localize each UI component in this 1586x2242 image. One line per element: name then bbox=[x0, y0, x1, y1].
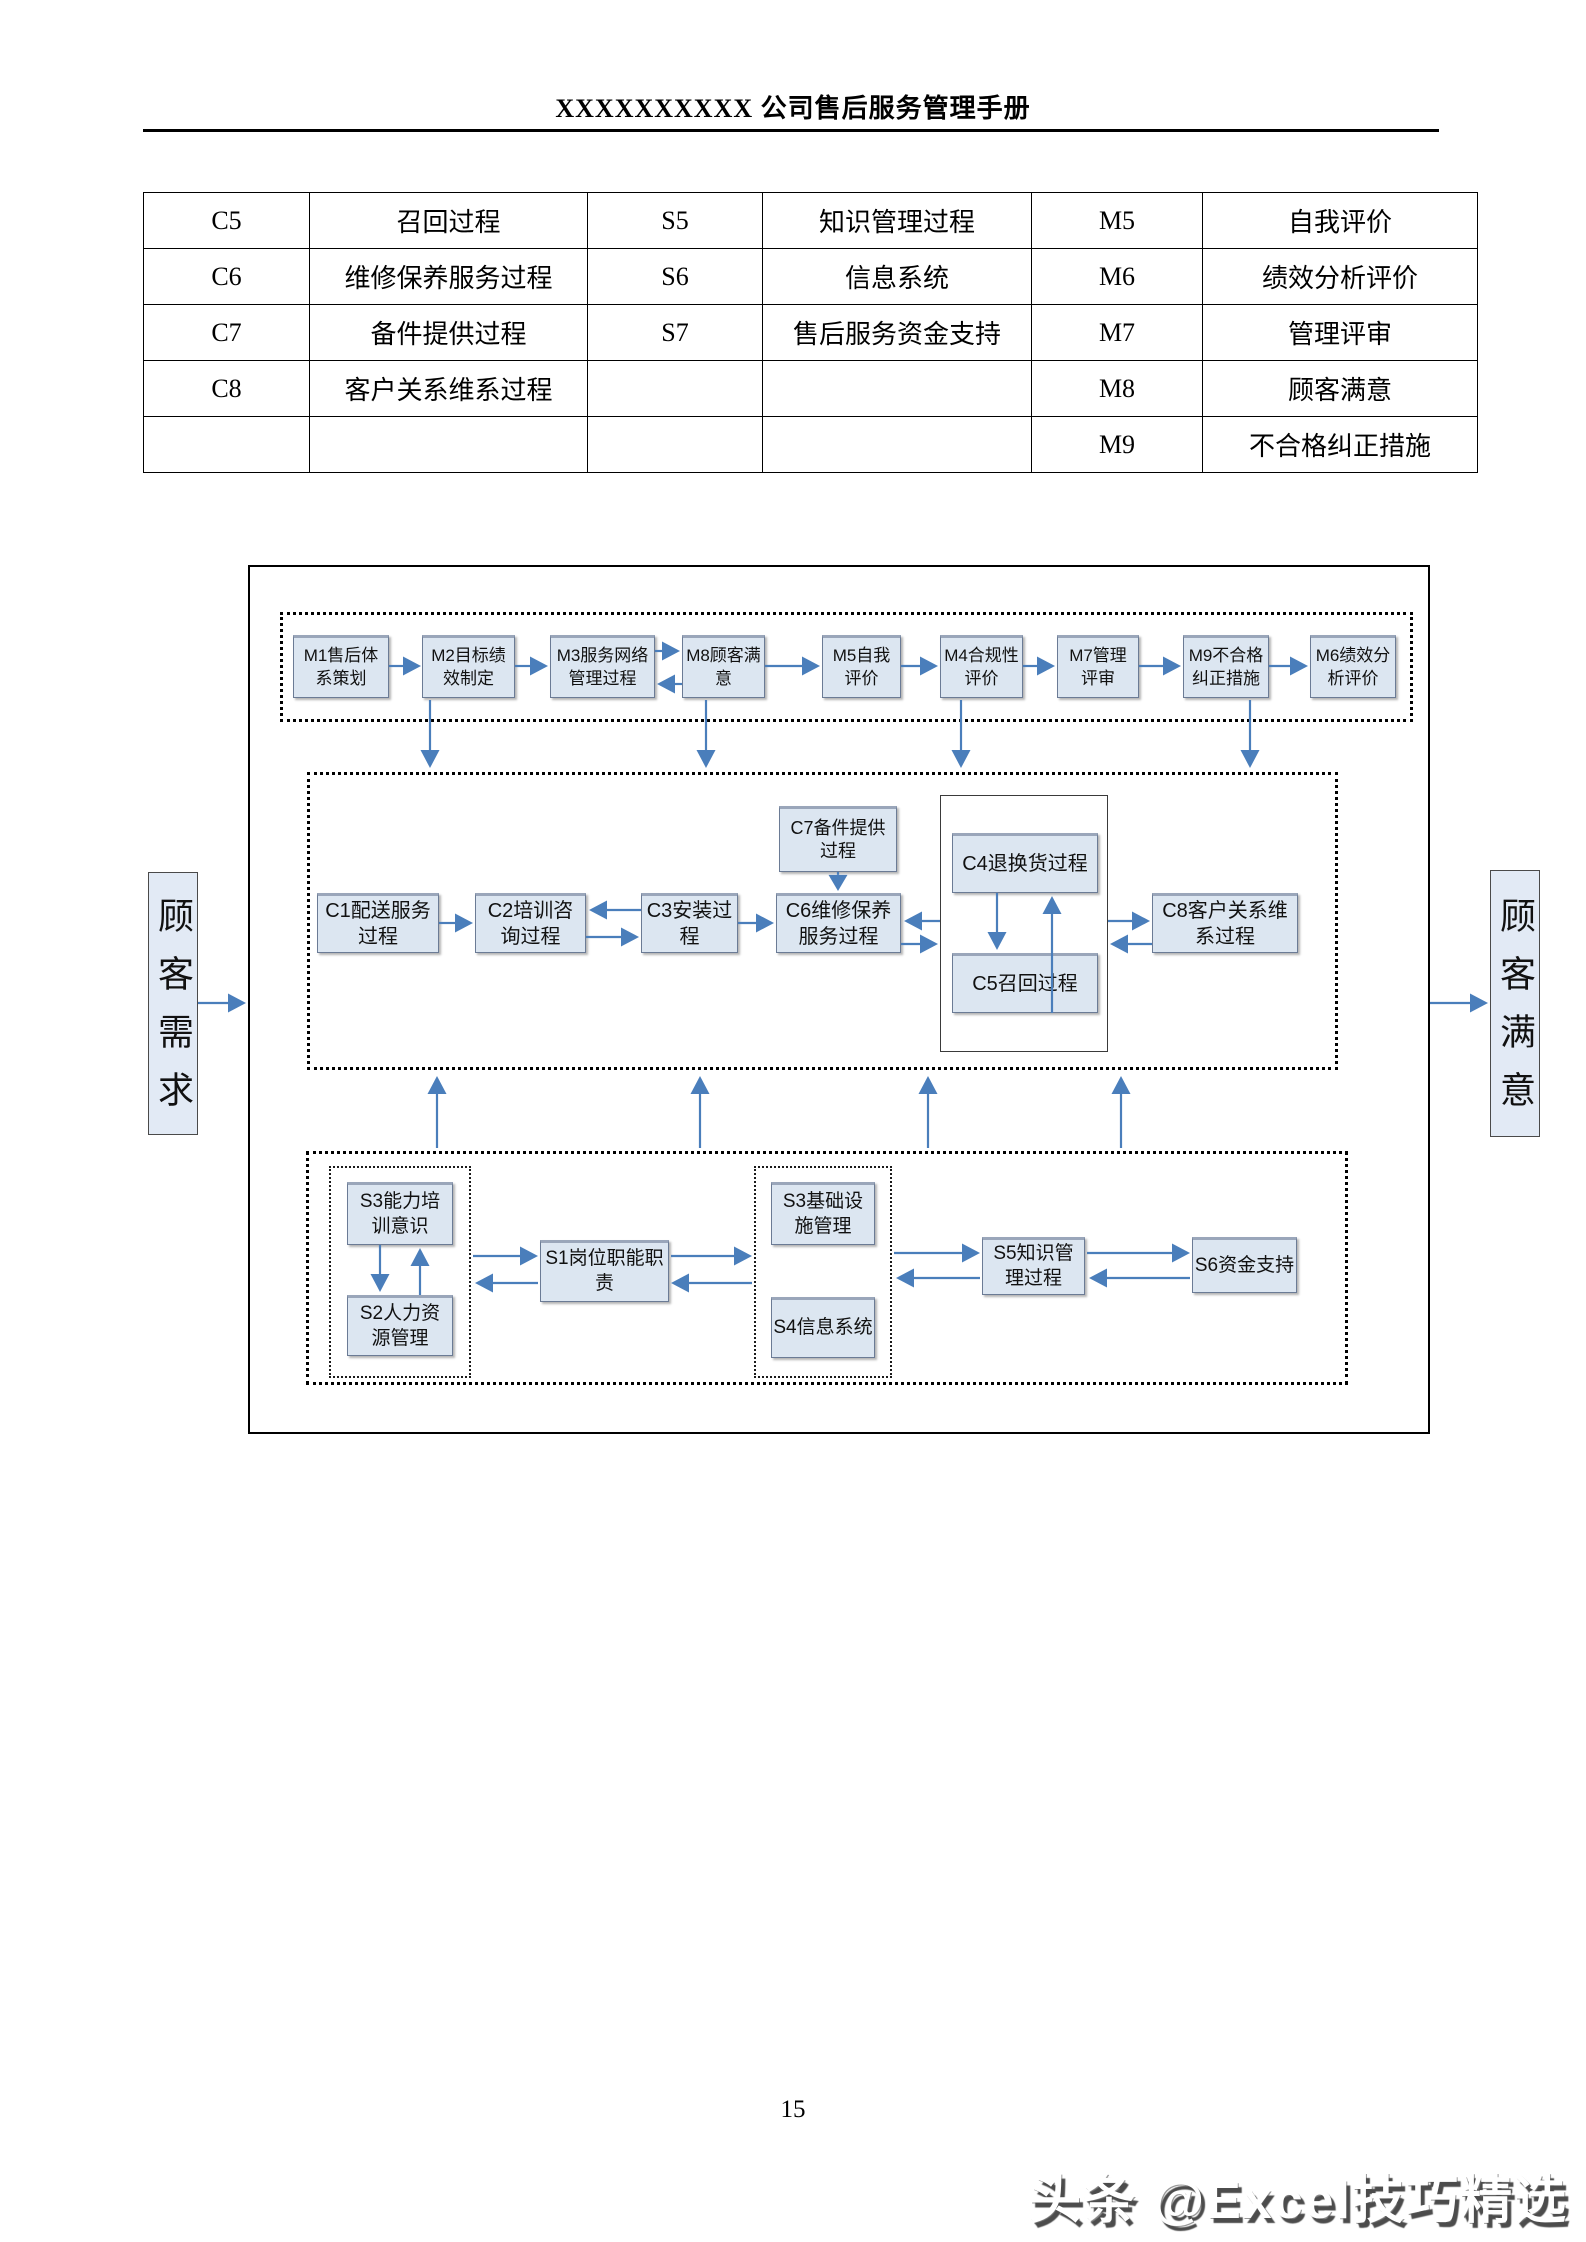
page-number: 15 bbox=[780, 2096, 806, 2123]
header-divider bbox=[143, 129, 1439, 132]
flow-box-m3: M3服务网络管理过程 bbox=[550, 635, 655, 698]
table-cell: S7 bbox=[587, 304, 763, 361]
table-row: M9 不合格纠正措施 bbox=[143, 416, 1478, 473]
table-cell: 售后服务资金支持 bbox=[762, 304, 1032, 361]
table-cell: C6 bbox=[143, 248, 310, 305]
flow-box-m8: M8顾客满意 bbox=[682, 635, 765, 698]
flow-box-s3-infra: S3基础设施管理 bbox=[771, 1182, 875, 1245]
flow-box-m2: M2目标绩效制定 bbox=[422, 635, 515, 698]
flow-box-s3-ability: S3能力培训意识 bbox=[347, 1182, 453, 1245]
management-processes-frame bbox=[280, 612, 1413, 722]
table-cell bbox=[587, 360, 763, 417]
table-cell: C7 bbox=[143, 304, 310, 361]
table-cell: M6 bbox=[1031, 248, 1203, 305]
flow-box-s6: S6资金支持 bbox=[1192, 1237, 1297, 1293]
flow-box-s1: S1岗位职能职责 bbox=[540, 1240, 669, 1302]
table-cell: 维修保养服务过程 bbox=[309, 248, 588, 305]
table-cell: M7 bbox=[1031, 304, 1203, 361]
flow-box-c7: C7备件提供过程 bbox=[779, 806, 897, 872]
flow-box-c1: C1配送服务过程 bbox=[317, 893, 439, 953]
flow-box-m1: M1售后体系策划 bbox=[293, 635, 389, 698]
table-cell bbox=[143, 416, 310, 473]
table-row: C8 客户关系维系过程 M8 顾客满意 bbox=[143, 360, 1478, 417]
table-cell: M9 bbox=[1031, 416, 1203, 473]
table-cell: 管理评审 bbox=[1202, 304, 1478, 361]
table-cell bbox=[762, 360, 1032, 417]
flow-box-m4: M4合规性评价 bbox=[940, 635, 1023, 698]
table-cell: 不合格纠正措施 bbox=[1202, 416, 1478, 473]
flow-box-s5: S5知识管理过程 bbox=[982, 1237, 1085, 1295]
page-title: XXXXXXXXXX 公司售后服务管理手册 bbox=[555, 94, 1031, 123]
flow-box-c4: C4退换货过程 bbox=[952, 833, 1098, 893]
table-cell: 备件提供过程 bbox=[309, 304, 588, 361]
table-cell: M5 bbox=[1031, 192, 1203, 249]
table-cell bbox=[309, 416, 588, 473]
table-cell bbox=[762, 416, 1032, 473]
table-row: C7 备件提供过程 S7 售后服务资金支持 M7 管理评审 bbox=[143, 304, 1478, 361]
customer-need-label: 顾客需求 bbox=[148, 872, 198, 1135]
flow-box-s4: S4信息系统 bbox=[771, 1297, 875, 1358]
table-cell: S5 bbox=[587, 192, 763, 249]
flow-box-m5: M5自我评价 bbox=[822, 635, 901, 698]
table-row: C6 维修保养服务过程 S6 信息系统 M6 绩效分析评价 bbox=[143, 248, 1478, 305]
table-cell: S6 bbox=[587, 248, 763, 305]
table-cell: 信息系统 bbox=[762, 248, 1032, 305]
table-row: C5 召回过程 S5 知识管理过程 M5 自我评价 bbox=[143, 192, 1478, 249]
process-code-table: C5 召回过程 S5 知识管理过程 M5 自我评价 C6 维修保养服务过程 S6… bbox=[143, 192, 1478, 473]
flow-box-m9: M9不合格纠正措施 bbox=[1183, 635, 1269, 698]
flow-box-m6: M6绩效分析评价 bbox=[1310, 635, 1396, 698]
watermark: 头条 @Excel技巧精选 bbox=[1028, 2172, 1568, 2230]
flow-box-s2: S2人力资源管理 bbox=[347, 1295, 453, 1356]
table-cell: 召回过程 bbox=[309, 192, 588, 249]
table-cell: 自我评价 bbox=[1202, 192, 1478, 249]
table-cell: 知识管理过程 bbox=[762, 192, 1032, 249]
flow-box-c6: C6维修保养服务过程 bbox=[776, 893, 901, 953]
customer-satisfaction-label: 顾客满意 bbox=[1490, 870, 1540, 1137]
flow-box-m7: M7管理评审 bbox=[1057, 635, 1139, 698]
flowchart-outer-frame bbox=[248, 565, 1430, 1434]
table-cell: M8 bbox=[1031, 360, 1203, 417]
infrastructure-frame bbox=[754, 1166, 892, 1378]
flow-box-c8: C8客户关系维系过程 bbox=[1152, 893, 1298, 953]
support-processes-frame bbox=[306, 1151, 1348, 1385]
table-cell: C8 bbox=[143, 360, 310, 417]
arrow-customer-need-in bbox=[198, 993, 246, 1013]
core-processes-frame bbox=[307, 772, 1338, 1070]
flow-box-c2: C2培训咨询过程 bbox=[475, 893, 586, 953]
flow-box-c5: C5召回过程 bbox=[952, 953, 1098, 1013]
arrow-out-satisfaction bbox=[1430, 993, 1488, 1013]
table-cell: 客户关系维系过程 bbox=[309, 360, 588, 417]
table-cell: 顾客满意 bbox=[1202, 360, 1478, 417]
human-resource-frame bbox=[329, 1166, 471, 1378]
table-cell bbox=[587, 416, 763, 473]
flow-box-c3: C3安装过程 bbox=[641, 893, 738, 953]
table-cell: 绩效分析评价 bbox=[1202, 248, 1478, 305]
table-cell: C5 bbox=[143, 192, 310, 249]
